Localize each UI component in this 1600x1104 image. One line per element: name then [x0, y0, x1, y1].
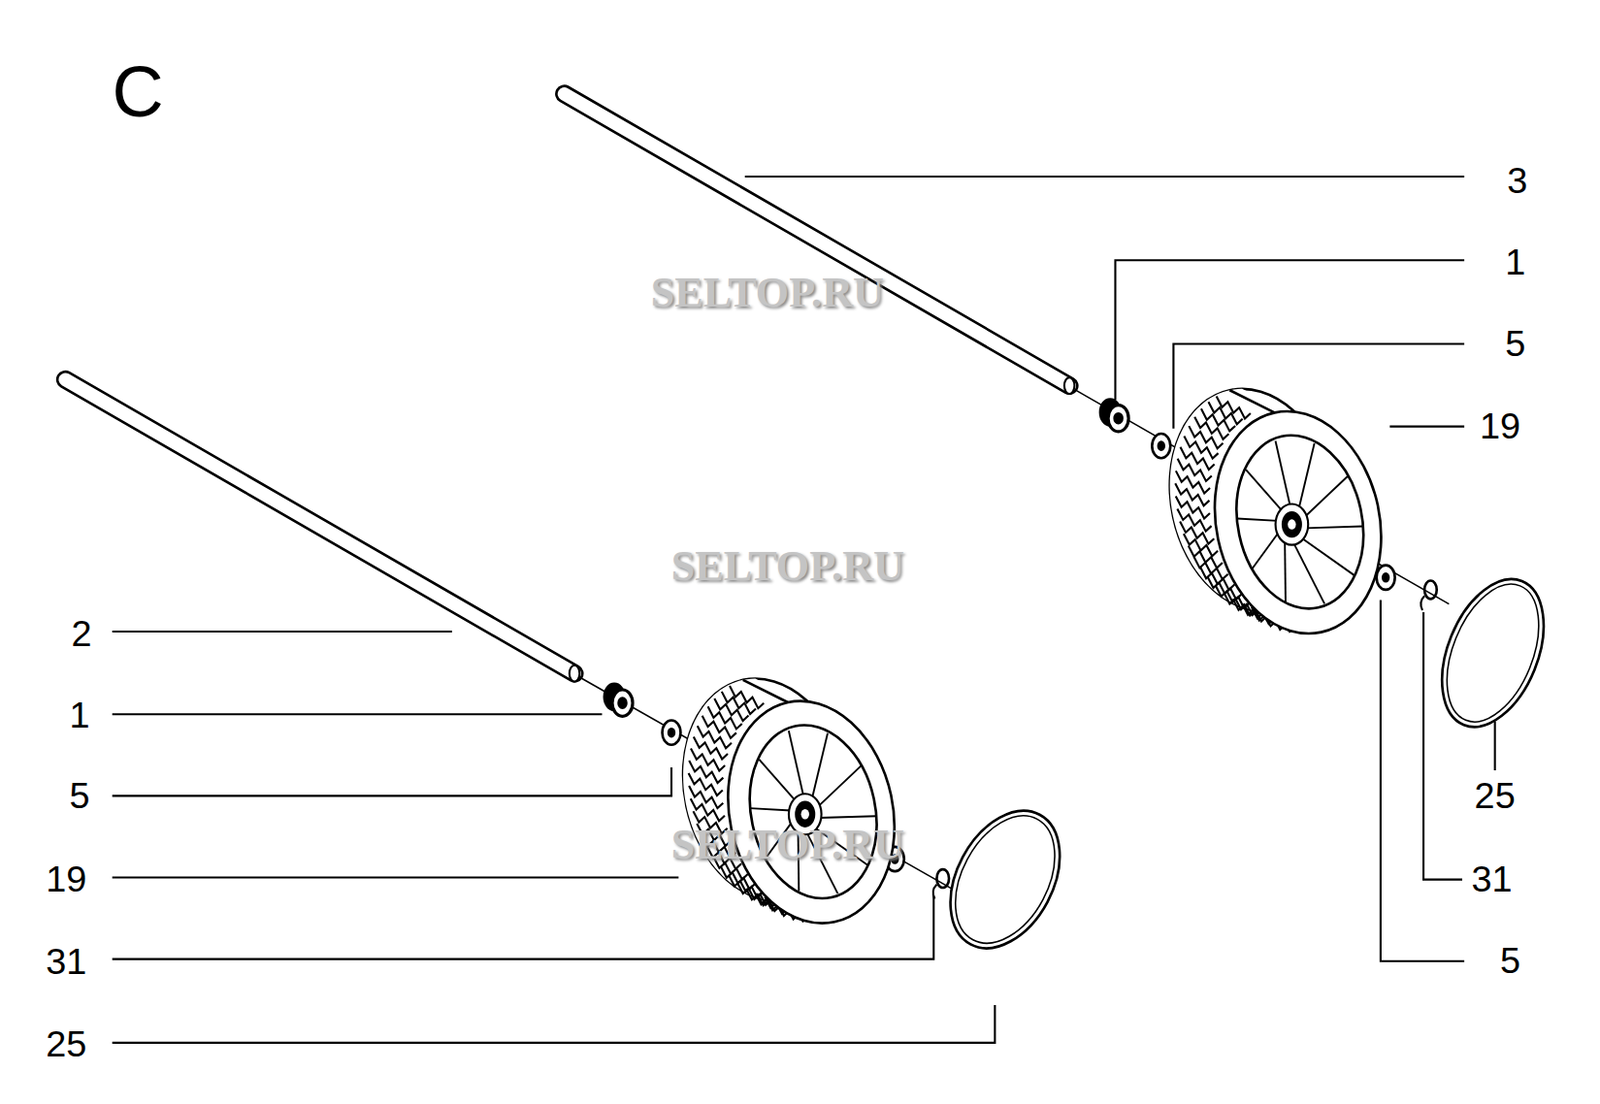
callout-number: 2 — [71, 616, 93, 654]
callout-number: 3 — [1506, 163, 1528, 200]
bushing — [604, 684, 633, 718]
callout-number: 19 — [1479, 408, 1521, 446]
leader-lines — [112, 176, 1496, 1044]
callout-number: 1 — [1504, 244, 1526, 282]
hub-cap — [928, 564, 1565, 968]
watermark: SELTOP.RU — [651, 271, 884, 315]
view-letter: C — [111, 56, 164, 129]
callout-number: 31 — [1470, 861, 1512, 899]
watermark: SELTOP.RU — [671, 545, 905, 588]
callout-number: 5 — [1504, 326, 1526, 364]
wheel — [1149, 373, 1402, 650]
axle-rod — [65, 379, 580, 682]
callout-number: 1 — [68, 697, 90, 735]
callout-number: 5 — [68, 778, 90, 816]
callout-number: 25 — [45, 1026, 87, 1064]
bushing — [1100, 398, 1129, 432]
callout-number: 19 — [45, 861, 87, 899]
callout-number: 5 — [1500, 943, 1521, 980]
wheel — [662, 662, 915, 939]
axle-rod — [564, 94, 1076, 394]
callout-number: 25 — [1474, 778, 1516, 816]
watermark: SELTOP.RU — [671, 823, 905, 867]
callout-number: 31 — [45, 944, 87, 981]
